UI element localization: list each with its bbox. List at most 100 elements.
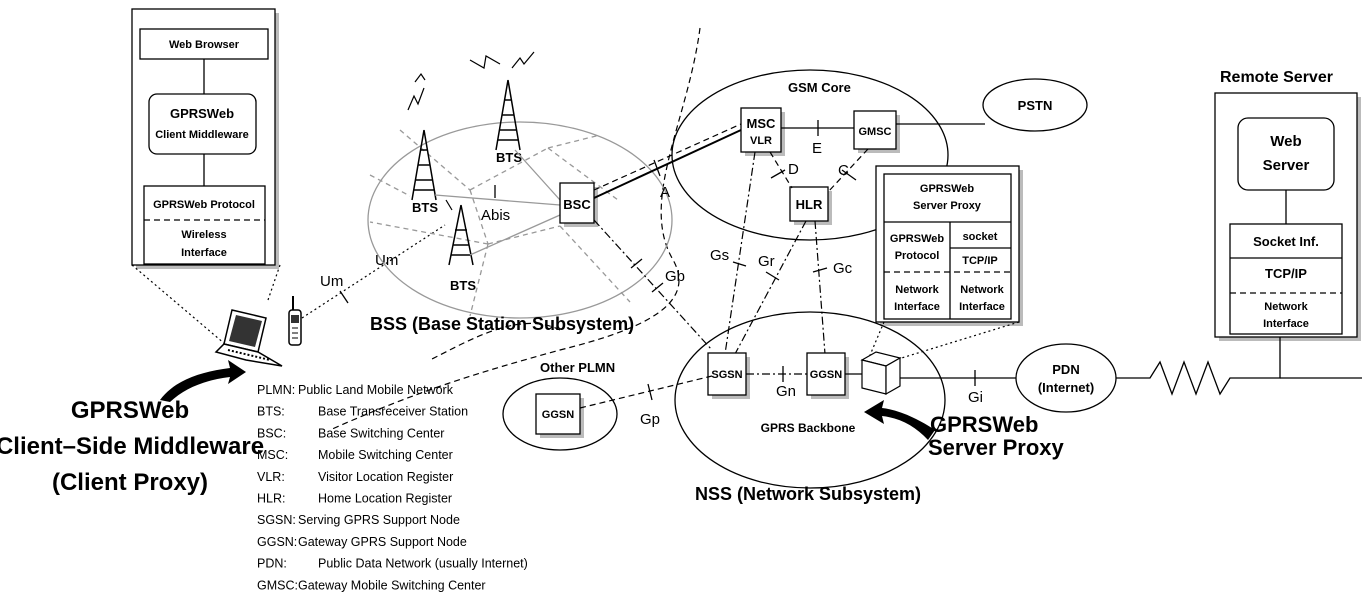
pstn-label: PSTN	[1018, 98, 1053, 113]
proxy-title-1: GPRSWeb	[920, 183, 974, 195]
pdn-label-1: PDN	[1052, 362, 1079, 377]
gprs-backbone-title: GPRS Backbone	[761, 421, 856, 435]
hlr-label: HLR	[796, 197, 823, 212]
legend-abbr: SGSN:	[257, 513, 296, 527]
server-arrow-icon	[864, 400, 935, 440]
msc-vlr-box	[740, 107, 782, 153]
bts-label-2: BTS	[496, 150, 522, 165]
bss-caption: BSS (Base Station Subsystem)	[370, 314, 634, 334]
vlr-label: VLR	[750, 135, 772, 147]
ggsn-box	[806, 352, 846, 396]
web-browser-label: Web Browser	[169, 39, 240, 51]
proxy-net-right-2: Interface	[959, 301, 1005, 313]
other-plmn-ellipse	[502, 377, 618, 451]
proxy-tcpip: TCP/IP	[962, 255, 997, 267]
interface-um-2: Um	[375, 252, 398, 269]
ggsn-label: GGSN	[810, 369, 842, 381]
gprs-backbone-ellipse	[674, 311, 946, 489]
bss-ellipse	[367, 121, 673, 319]
bts-tower-icon-1	[407, 72, 437, 201]
legend-abbr: PDN:	[257, 557, 287, 571]
legend-definition: Base Transreceiver Station	[318, 405, 468, 419]
server-proxy-stack: GPRSWeb Server Proxy GPRSWeb Protocol so…	[875, 165, 1023, 326]
legend-abbr: GGSN:	[257, 535, 297, 549]
bsc-box	[559, 182, 595, 224]
remote-net-label-1: Network	[1264, 301, 1308, 313]
client-middleware-label-2: Client Middleware	[155, 129, 249, 141]
remote-socket-label: Socket Inf.	[1253, 234, 1319, 249]
nss-plmn-boundary	[429, 322, 561, 361]
legend-abbr: HLR:	[257, 492, 285, 506]
bts-label-3: BTS	[450, 278, 476, 293]
server-caption-2: Server Proxy	[928, 435, 1065, 460]
web-browser-box	[139, 28, 269, 60]
server-caption-1: GPRSWeb	[930, 412, 1038, 437]
remote-server-stack: Web Server Socket Inf. TCP/IP Network In…	[1214, 92, 1361, 341]
interface-gn: Gn	[776, 383, 796, 400]
proxy-title-2: Server Proxy	[913, 200, 982, 212]
remote-server-title: Remote Server	[1220, 69, 1333, 86]
pdn-label-2: (Internet)	[1038, 380, 1094, 395]
other-ggsn-label: GGSN	[542, 409, 574, 421]
legend-abbr: PLMN:	[257, 383, 295, 397]
legend-definition: Gateway GPRS Support Node	[298, 535, 467, 549]
msc-label: MSC	[747, 116, 777, 131]
proxy-net-right-1: Network	[960, 284, 1004, 296]
interface-d: D	[788, 161, 799, 178]
bts-tower-icon-2	[469, 51, 535, 151]
interface-gr: Gr	[758, 253, 775, 270]
legend-definition: Visitor Location Register	[318, 470, 453, 484]
remote-net-label-2: Interface	[1263, 318, 1309, 330]
web-server-label-2: Server	[1263, 157, 1310, 174]
interface-c: C	[838, 162, 849, 179]
gsm-core-title: GSM Core	[788, 80, 851, 95]
client-protocol-stack: Web Browser GPRSWeb Client Middleware GP…	[131, 8, 279, 269]
proxy-net-left-2: Interface	[894, 301, 940, 313]
bts-label-1: BTS	[412, 200, 438, 215]
interface-gp: Gp	[640, 411, 660, 428]
proxy-protocol-1: GPRSWeb	[890, 233, 944, 245]
web-server-label-1: Web	[1270, 133, 1301, 150]
legend-abbr: VLR:	[257, 470, 285, 484]
legend-definition: Serving GPRS Support Node	[298, 513, 460, 527]
client-caption-1: GPRSWeb	[71, 397, 189, 424]
gsm-core-ellipse	[671, 69, 949, 241]
interface-gb: Gb	[665, 268, 685, 285]
interface-um-1: Um	[320, 273, 343, 290]
legend-abbr: BTS:	[257, 405, 285, 419]
legend-definition: Public Data Network (usually Internet)	[318, 557, 528, 571]
other-plmn-title: Other PLMN	[540, 360, 615, 375]
interface-a: A	[660, 184, 670, 201]
gmsc-box	[853, 110, 897, 150]
hlr-box	[789, 186, 829, 222]
client-middleware-label-1: GPRSWeb	[170, 106, 234, 121]
legend-abbr: BSC:	[257, 426, 286, 440]
interface-abis: Abis	[481, 207, 510, 224]
sgsn-label: SGSN	[711, 369, 742, 381]
bsc-label: BSC	[563, 197, 591, 212]
bts-tower-icon-3	[445, 199, 474, 266]
pstn-ellipse	[982, 78, 1088, 132]
other-ggsn-box	[535, 393, 581, 435]
client-middleware-box	[148, 93, 257, 155]
wireless-interface-label-1: Wireless	[181, 229, 226, 241]
interface-gi: Gi	[968, 389, 983, 406]
proxy-socket: socket	[963, 231, 998, 243]
legend-definition: Public Land Mobile Network	[298, 383, 454, 397]
proxy-net-left-1: Network	[895, 284, 939, 296]
client-arrow-icon	[160, 360, 246, 402]
gmsc-label: GMSC	[859, 126, 892, 138]
nss-caption: NSS (Network Subsystem)	[695, 484, 921, 504]
pdn-ellipse	[1015, 343, 1117, 413]
legend-definition: Gateway Mobile Switching Center	[298, 578, 486, 592]
legend-abbr: MSC:	[257, 448, 288, 462]
remote-tcpip-label: TCP/IP	[1265, 266, 1307, 281]
legend-definition: Base Switching Center	[318, 426, 444, 440]
wireless-interface-label-2: Interface	[181, 247, 227, 259]
legend-definition: Mobile Switching Center	[318, 448, 453, 462]
client-protocol-label: GPRSWeb Protocol	[153, 199, 255, 211]
mobile-phone-icon	[288, 296, 302, 346]
client-caption-2: Client–Side Middleware	[0, 433, 264, 460]
